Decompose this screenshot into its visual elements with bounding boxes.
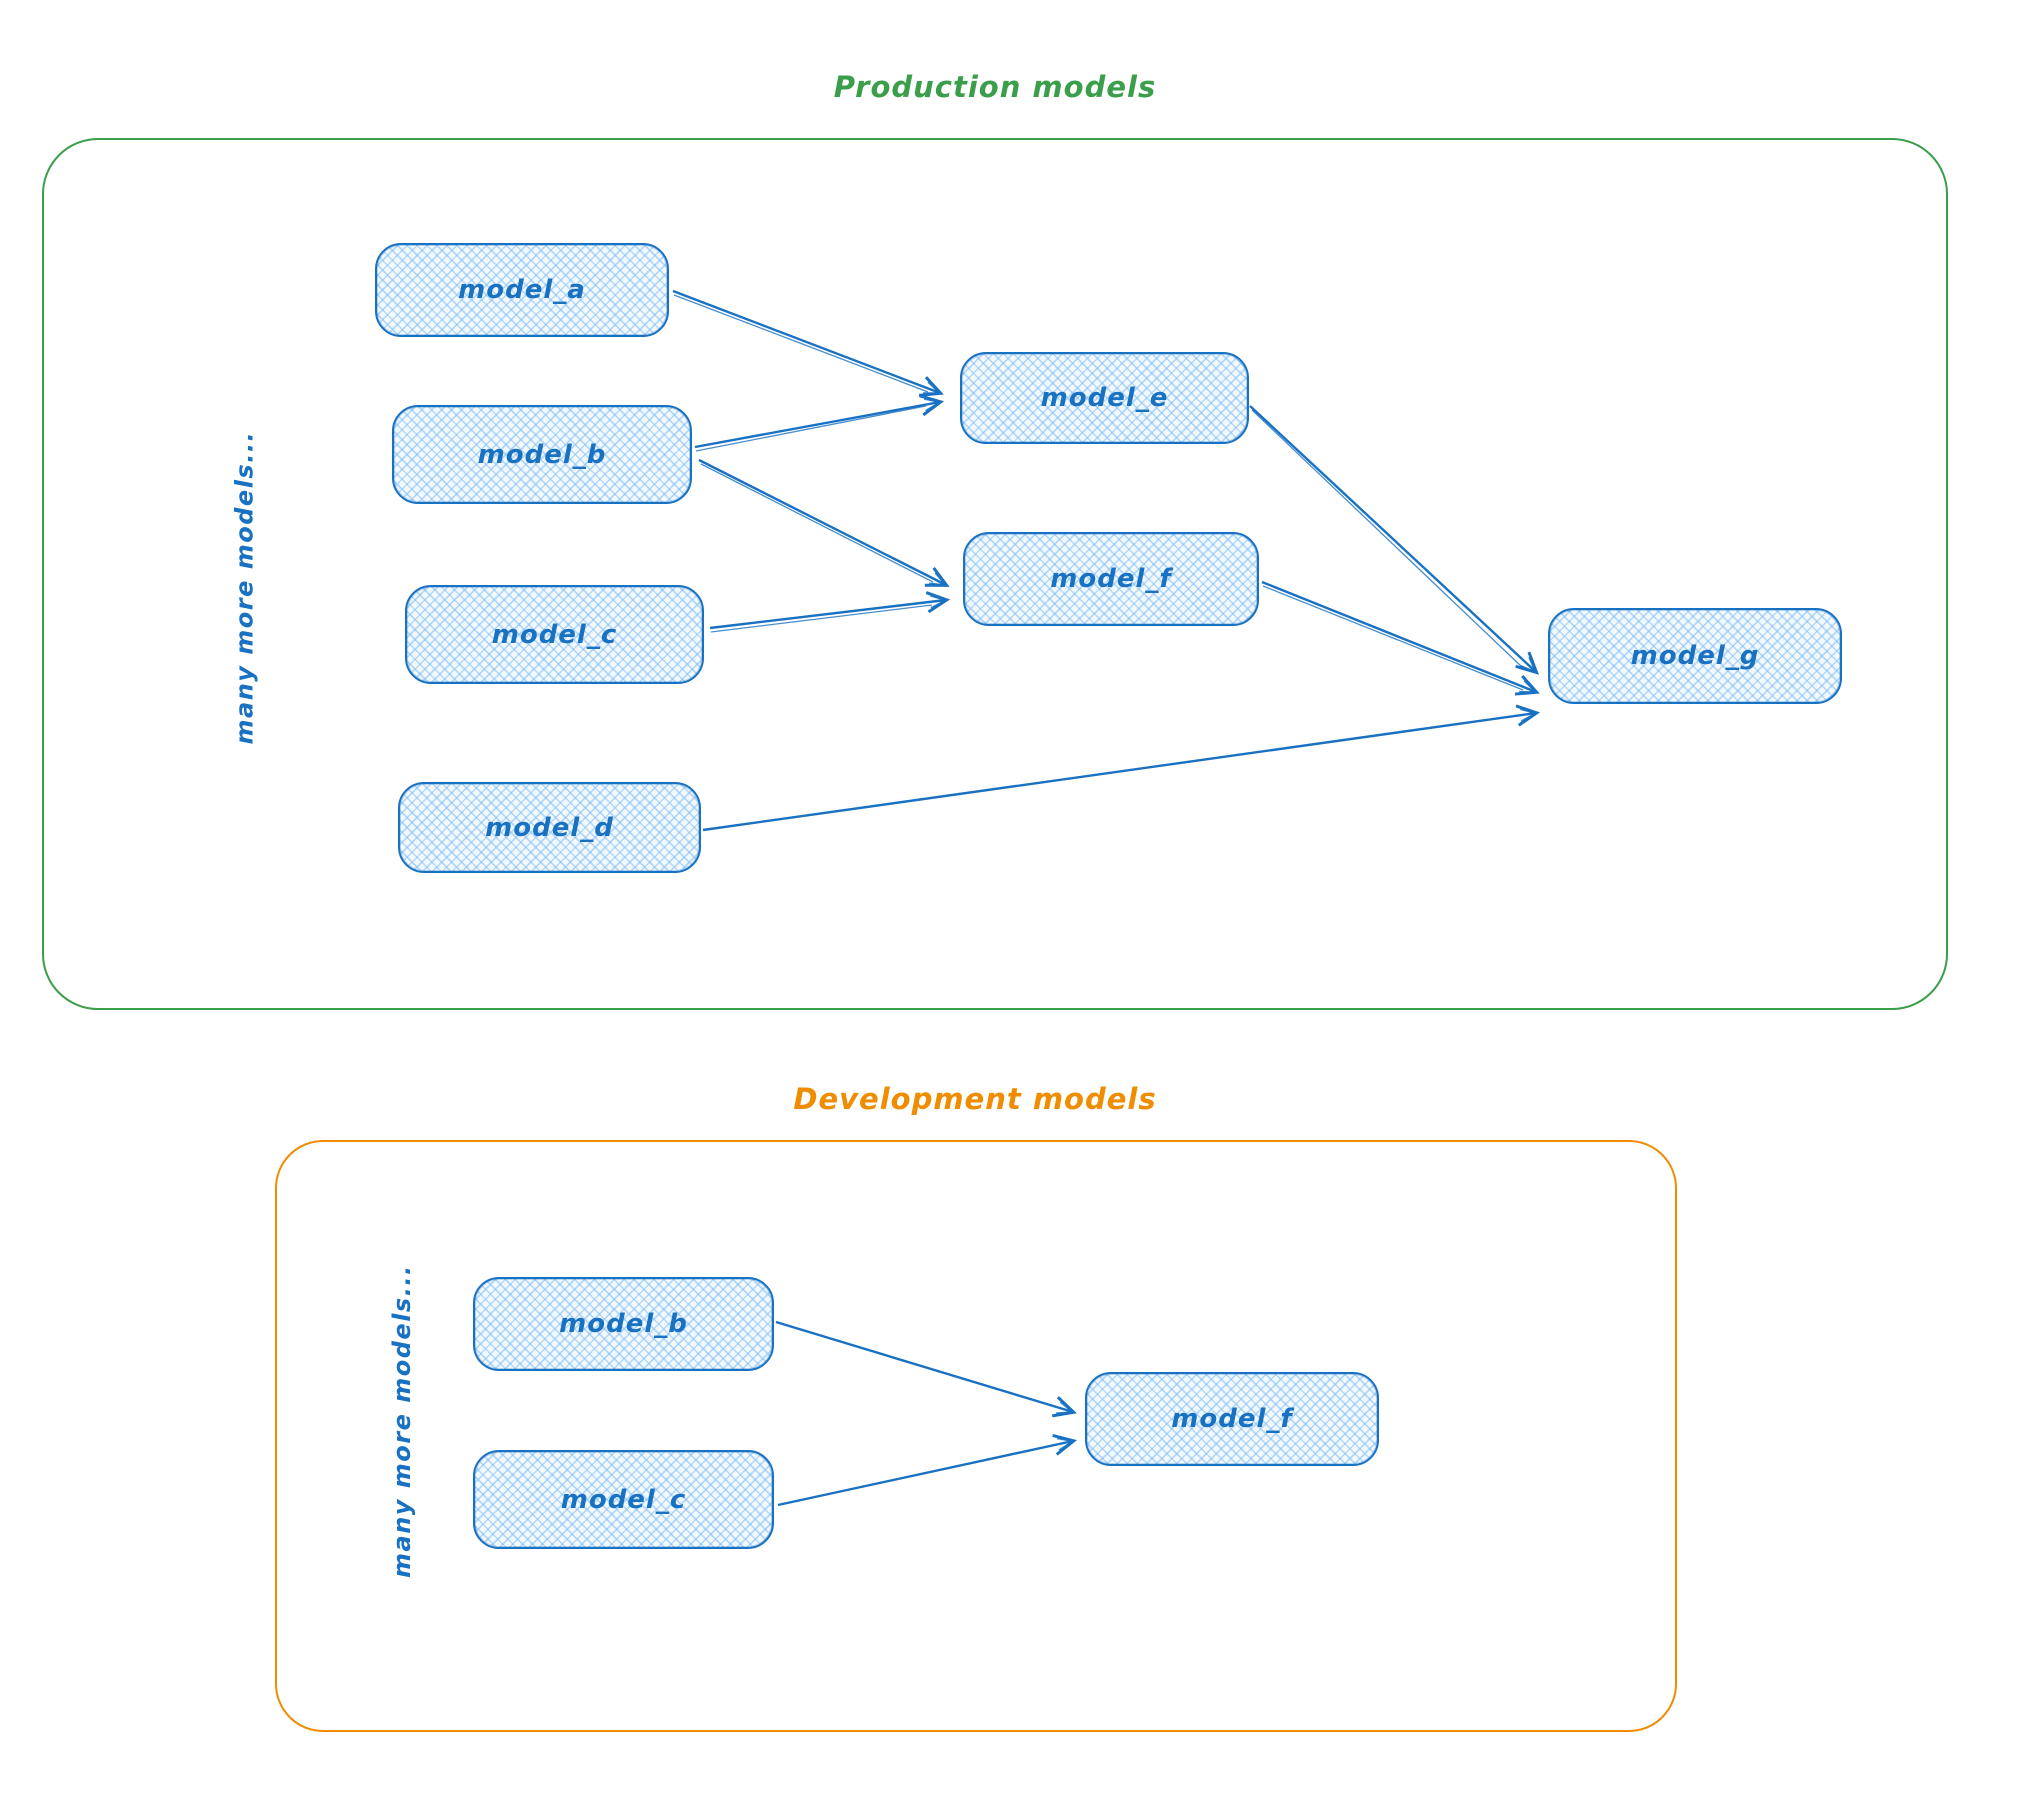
node-label: model_e — [1040, 383, 1169, 413]
node-label: model_c — [491, 619, 618, 650]
development-section-title: Development models — [793, 1082, 1157, 1116]
production-frame — [42, 138, 1948, 1010]
development-frame — [275, 1140, 1677, 1732]
node-production-model-a: model_a — [375, 243, 669, 337]
node-label: model_d — [485, 812, 614, 843]
node-production-model-c: model_c — [405, 585, 704, 684]
node-label: model_b — [559, 1309, 688, 1339]
node-production-model-g: model_g — [1548, 608, 1842, 704]
node-production-model-d: model_d — [398, 782, 701, 873]
node-development-model-f: model_f — [1085, 1372, 1379, 1466]
production-section-title: Production models — [833, 70, 1157, 104]
node-development-model-c: model_c — [473, 1450, 774, 1549]
production-side-label: many more models... — [230, 430, 259, 745]
node-production-model-f: model_f — [963, 532, 1259, 626]
node-label: model_f — [1050, 564, 1172, 594]
node-label: model_a — [458, 275, 586, 305]
node-production-model-e: model_e — [960, 352, 1249, 444]
node-label: model_g — [1630, 641, 1760, 671]
node-label: model_b — [477, 439, 607, 470]
node-development-model-b: model_b — [473, 1277, 774, 1371]
development-side-label: many more models... — [388, 1264, 416, 1578]
node-label: model_f — [1171, 1404, 1293, 1434]
node-production-model-b: model_b — [392, 405, 692, 504]
node-label: model_c — [560, 1484, 687, 1515]
